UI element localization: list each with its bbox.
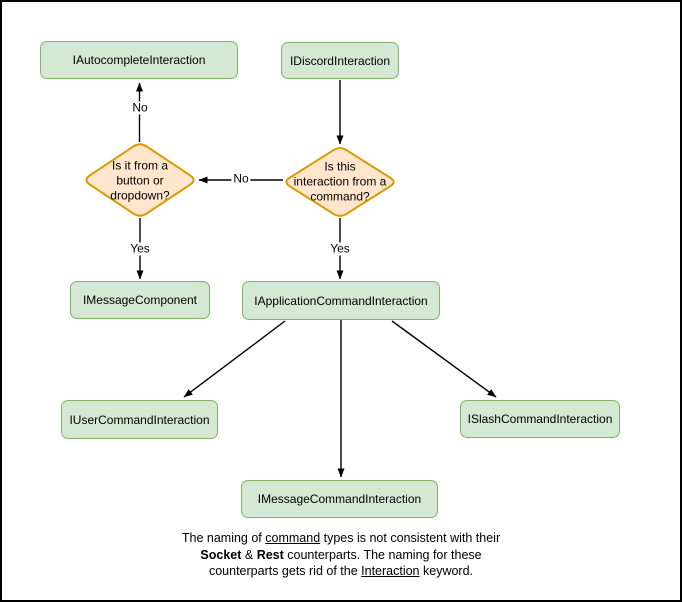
decision-from-command-label: Is this interaction from a command? <box>293 159 387 204</box>
decision-from-command-shape <box>285 147 395 217</box>
caption-underlined-interaction: Interaction <box>361 564 420 578</box>
diagram-caption: The naming of command types is not consi… <box>0 530 682 580</box>
caption-line-1: The naming of command types is not consi… <box>0 530 682 547</box>
node-discord-interaction: IDiscordInteraction <box>281 42 399 79</box>
node-autocomplete-interaction: IAutocompleteInteraction <box>40 41 238 79</box>
edge-label-no-up: No <box>130 100 150 115</box>
node-slash-command-interaction: ISlashCommandInteraction <box>460 400 620 438</box>
node-message-command-interaction: IMessageCommandInteraction <box>241 480 438 518</box>
node-message-component: IMessageComponent <box>70 281 210 319</box>
caption-text: The naming of <box>181 531 266 545</box>
edge-application-to-user-command <box>183 320 286 398</box>
caption-line-2: Socket & Rest counterparts. The naming f… <box>0 547 682 564</box>
caption-underlined-command: command <box>265 531 321 545</box>
edge-label-yes-right: Yes <box>328 241 352 256</box>
caption-text: counterparts gets rid of the <box>208 564 362 578</box>
edge-label-no-left: No <box>231 171 251 186</box>
decision-button-dropdown-shape <box>85 143 195 217</box>
caption-text: types is not consistent with their <box>320 531 501 545</box>
edge-label-yes-left: Yes <box>128 241 152 256</box>
edge-application-to-slash-command <box>391 320 497 398</box>
decision-button-dropdown-label: Is it from a button or dropdown? <box>110 158 170 203</box>
caption-text: counterparts. The naming for these <box>283 547 482 562</box>
node-application-command-interaction: IApplicationCommandInteraction <box>242 281 440 320</box>
caption-line-3: counterparts gets rid of the Interaction… <box>0 563 682 580</box>
caption-text: & <box>241 547 257 562</box>
caption-bold-rest: Rest <box>256 547 284 562</box>
caption-text: keyword. <box>419 564 474 578</box>
node-user-command-interaction: IUserCommandInteraction <box>61 400 218 439</box>
caption-bold-socket: Socket <box>200 547 242 562</box>
